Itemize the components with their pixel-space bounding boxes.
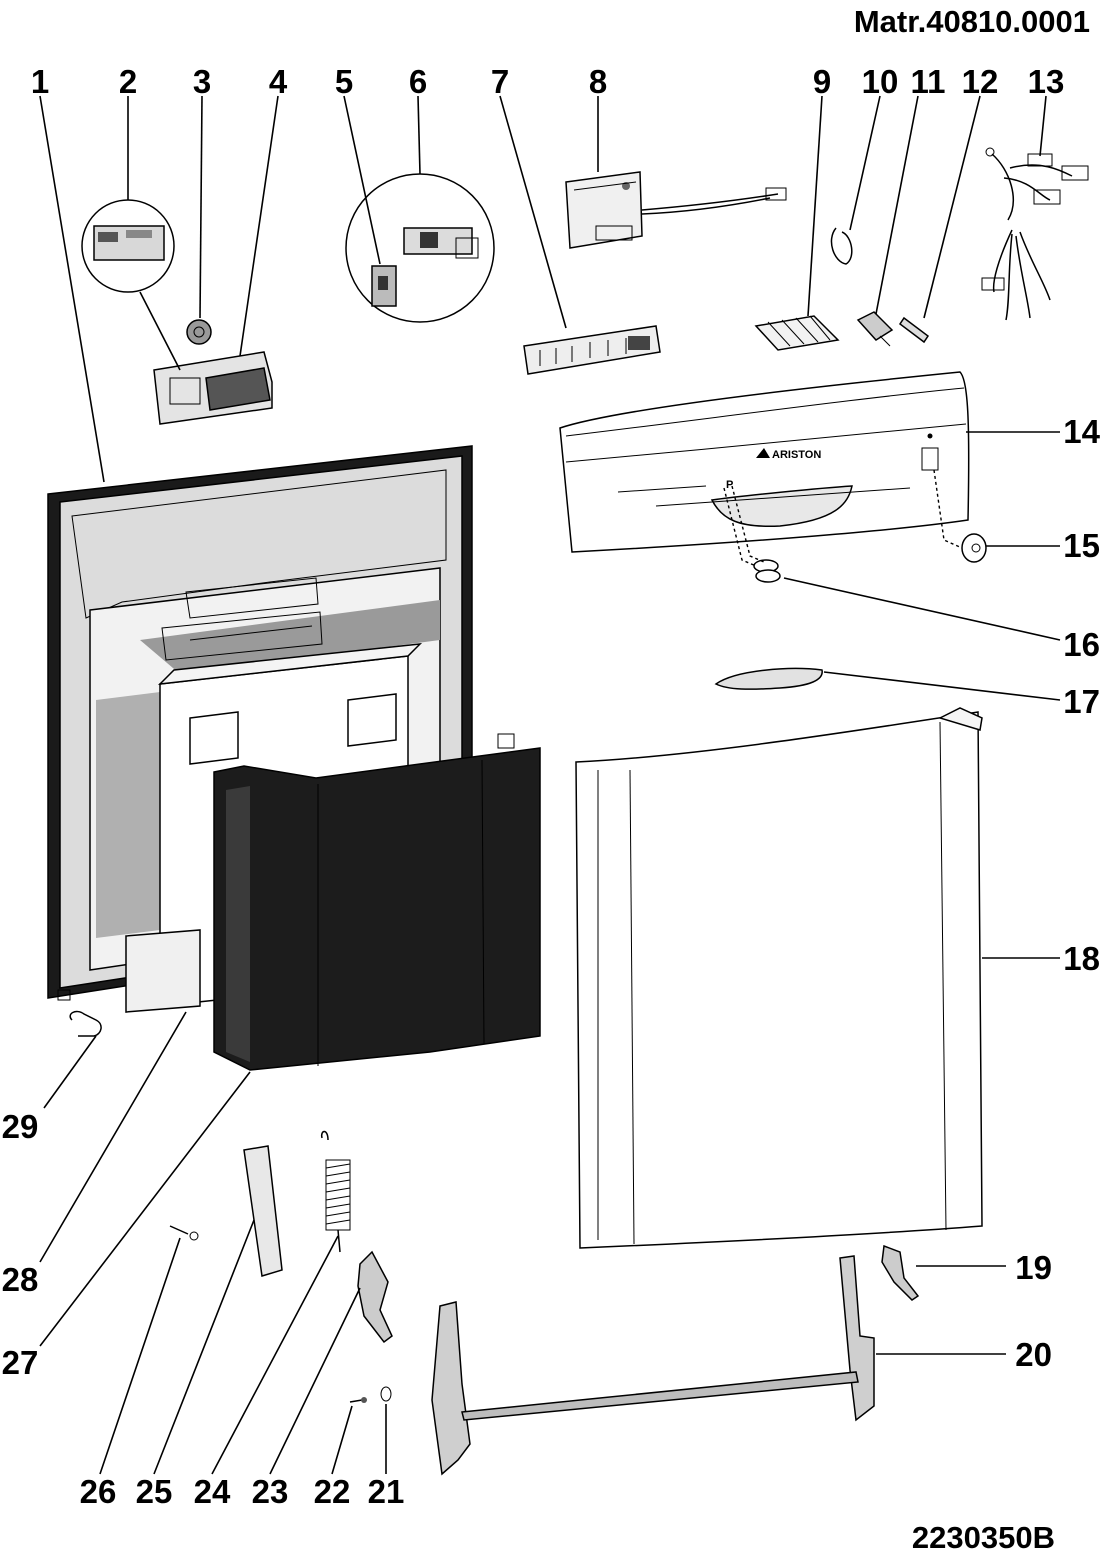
part-7-terminal-block [523,325,661,375]
ariston-logo-text: ARISTON [772,449,821,461]
part-15-selector-knob [961,533,987,563]
part-24-spring [320,1130,351,1253]
part-17-handle [714,667,823,690]
callout-13: 13 [1028,63,1065,100]
callout-24: 24 [194,1473,231,1510]
callout-numbers: 1 2 3 4 5 6 7 8 9 10 11 12 13 14 15 16 1… [2,63,1100,1510]
part-29-clip [69,1010,102,1037]
callout-8: 8 [589,63,607,100]
callout-7: 7 [491,63,509,100]
callout-28: 28 [2,1261,39,1298]
part-14-control-panel: ARISTON P [559,371,970,553]
callout-19: 19 [1015,1249,1052,1286]
part-27-black-door-panel [213,733,541,1071]
part-16-buttons [753,559,781,583]
drawing-number: 2230350B [912,1520,1055,1555]
part-12-sensor [898,316,930,344]
callout-29: 29 [2,1108,39,1145]
part-18-outer-door [575,707,983,1249]
callout-16: 16 [1063,626,1100,663]
part-21-washer [380,1386,392,1402]
callout-2: 2 [119,63,137,100]
callout-4: 4 [269,63,288,100]
callout-6: 6 [409,63,427,100]
part-13-wiring-harness [981,147,1089,321]
part-26-hook [169,1225,199,1241]
callout-23: 23 [252,1473,289,1510]
callout-18: 18 [1063,940,1100,977]
callout-12: 12 [962,63,999,100]
callout-1: 1 [31,63,49,100]
part-22-screw [349,1397,367,1403]
part-10-cable [830,227,853,265]
part-25-strip [243,1145,283,1277]
callout-15: 15 [1063,527,1100,564]
callout-21: 21 [368,1473,405,1510]
part-4-dispenser [153,351,273,425]
callout-9: 9 [813,63,831,100]
part-23-hinge-arm [357,1250,393,1344]
leader-lines [39,95,1061,1475]
callout-14: 14 [1063,413,1100,450]
callout-3: 3 [193,63,211,100]
callout-17: 17 [1063,683,1100,720]
callout-25: 25 [136,1473,173,1510]
callout-11: 11 [911,63,946,100]
part-9-cable-clips [754,315,840,351]
part-19-hinge-lever [881,1244,920,1301]
part-8-control-board [565,171,787,249]
callout-20: 20 [1015,1336,1052,1373]
callout-22: 22 [314,1473,351,1510]
part-5-6-door-lock-detail [345,173,495,323]
callout-26: 26 [80,1473,117,1510]
part-2-magnified-detail [81,199,175,293]
part-11-connector [856,311,894,347]
callout-5: 5 [335,63,353,100]
part-16-dotted-guide [723,485,765,567]
material-code: Matr.40810.0001 [854,4,1090,39]
callout-10: 10 [862,63,899,100]
callout-27: 27 [2,1344,39,1381]
program-button-label: P [726,479,733,491]
part-20-hinge-assembly [431,1255,875,1476]
part-3-knob [186,319,212,345]
